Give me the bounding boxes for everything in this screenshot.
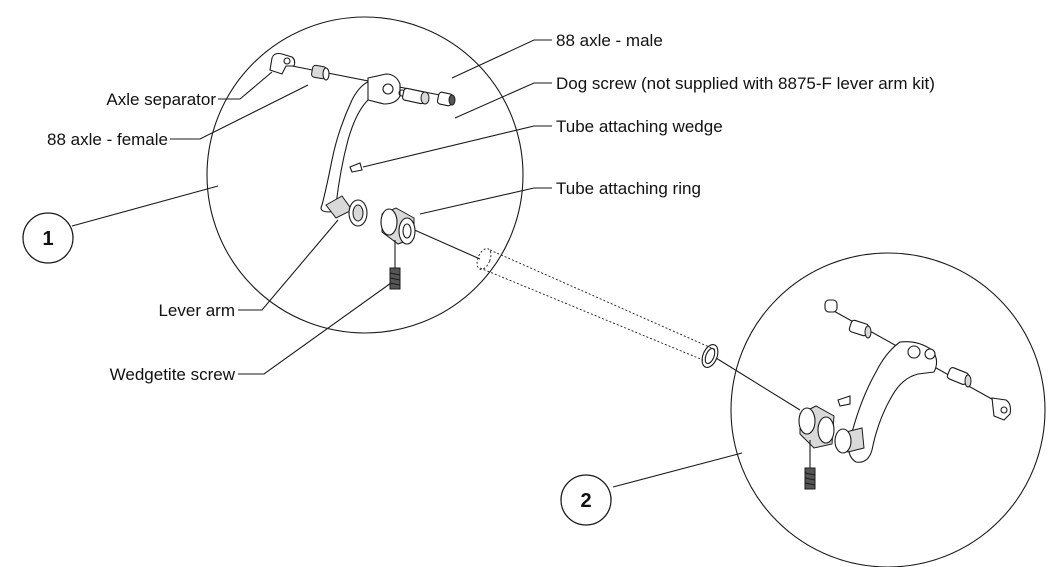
detail-circle-right (730, 252, 1046, 567)
callout-2-number: 2 (580, 490, 591, 512)
axle-female-part (311, 64, 330, 81)
dog-screw-part (436, 91, 456, 107)
right-assembly (798, 299, 1012, 490)
tube-ring-part (380, 207, 416, 245)
label-lever-arm: Lever arm (158, 301, 235, 320)
axle-separator-part (269, 52, 296, 75)
detail-circle-left (206, 16, 524, 334)
tube-wedge-part (349, 162, 363, 173)
centerline-left (409, 227, 481, 260)
label-dog-screw: Dog screw (not supplied with 8875-F leve… (556, 74, 935, 93)
leader-lines (71, 39, 743, 488)
label-axle-separator: Axle separator (106, 90, 216, 109)
label-tube-ring: Tube attaching ring (556, 179, 701, 198)
left-assembly (269, 52, 456, 290)
callout-2: 2 (560, 474, 612, 526)
label-wedgetite-screw: Wedgetite screw (110, 365, 236, 384)
callout-1: 1 (22, 212, 74, 264)
label-axle-female: 88 axle - female (47, 130, 168, 149)
lever-arm-part (320, 73, 406, 227)
callout-1-number: 1 (42, 228, 53, 250)
wedgetite-screw-part (389, 240, 401, 290)
connecting-tube (476, 248, 719, 368)
label-axle-male: 88 axle - male (556, 31, 663, 50)
centerline-right (715, 357, 801, 411)
axle-male-part (402, 87, 430, 105)
label-tube-wedge: Tube attaching wedge (556, 117, 723, 136)
